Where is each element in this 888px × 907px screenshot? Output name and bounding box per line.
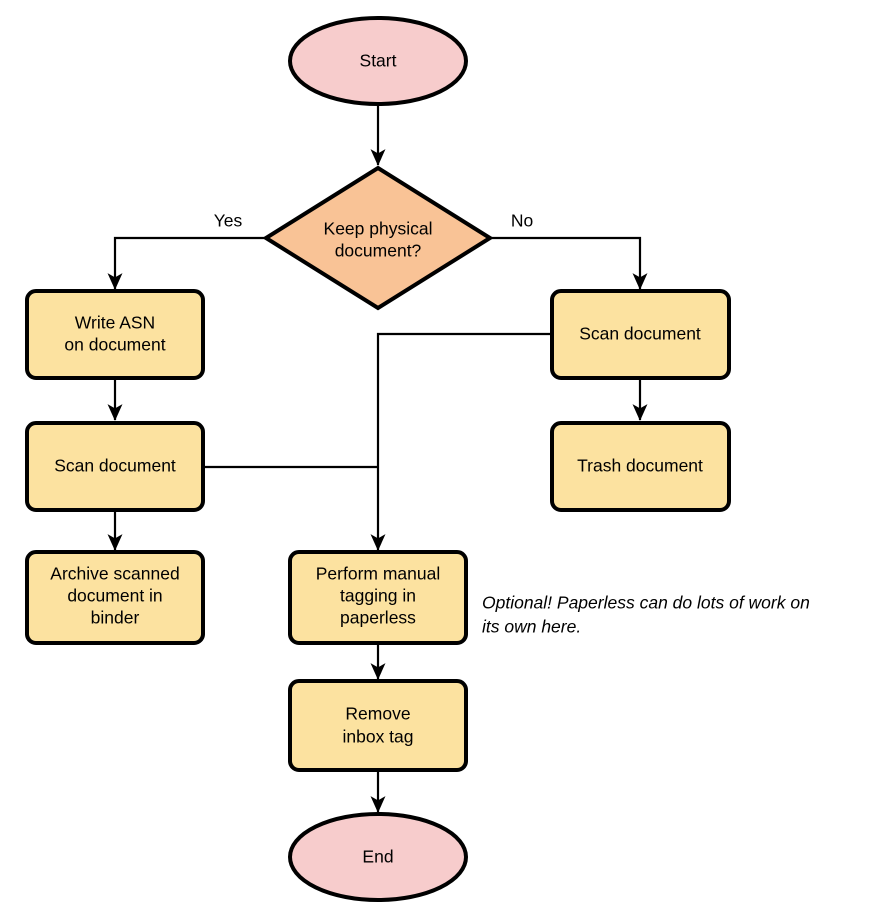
tagging-label-line1: Perform manual [316,564,441,584]
tagging-box-shape [288,550,468,645]
decision-diamond-shape [262,165,494,311]
tagging-label-line3: paperless [340,608,416,628]
node-write-asn-on-document[interactable]: Write ASN on document [25,289,205,380]
archive-label-line1: Archive scanned [50,564,179,584]
end-ellipse-shape [288,812,468,902]
remove-inbox-label-line1: Remove [345,704,410,724]
start-ellipse-shape [288,16,468,106]
archive-box-shape [25,550,205,645]
trash-document-box-shape [550,421,731,512]
trash-document-label: Trash document [577,456,703,476]
annotation-line2: its own here. [482,617,581,637]
node-remove-inbox-tag[interactable]: Remove inbox tag [288,679,468,772]
connector-decision-no-to-scan-right [490,236,648,290]
node-trash-document[interactable]: Trash document [550,421,731,512]
node-end[interactable]: End [288,812,468,902]
node-decision-keep-physical-document[interactable]: Keep physical document? [262,165,494,311]
write-asn-box-shape [25,289,205,380]
node-perform-manual-tagging[interactable]: Perform manual tagging in paperless [288,550,468,645]
write-asn-label-line1: Write ASN [75,313,155,333]
annotation-line1: Optional! Paperless can do lots of work … [482,593,810,613]
archive-label-line2: document in [67,586,162,606]
node-scan-document-right[interactable]: Scan document [550,289,731,380]
end-label: End [362,847,393,867]
node-scan-document-left[interactable]: Scan document [25,421,205,512]
annotation-optional-paperless: Optional! Paperless can do lots of work … [482,593,810,637]
remove-inbox-box-shape [288,679,468,772]
node-start[interactable]: Start [288,16,468,106]
remove-inbox-label-line2: inbox tag [342,727,413,747]
branch-label-no: No [511,211,533,231]
decision-label-line2: document? [335,241,422,261]
connector-scan-right-to-tagging [370,332,552,551]
scan-document-right-box-shape [550,289,731,380]
decision-label-line1: Keep physical [324,219,433,239]
archive-label-line3: binder [91,608,140,628]
branch-label-yes: Yes [214,211,243,231]
connector-decision-yes-to-write-asn [107,236,265,290]
write-asn-label-line2: on document [64,335,165,355]
start-label: Start [360,51,397,71]
scan-document-left-label: Scan document [54,456,176,476]
scan-document-left-box-shape [25,421,205,512]
tagging-label-line2: tagging in [340,586,416,606]
node-archive-scanned-document[interactable]: Archive scanned document in binder [25,550,205,645]
scan-document-right-label: Scan document [579,324,701,344]
